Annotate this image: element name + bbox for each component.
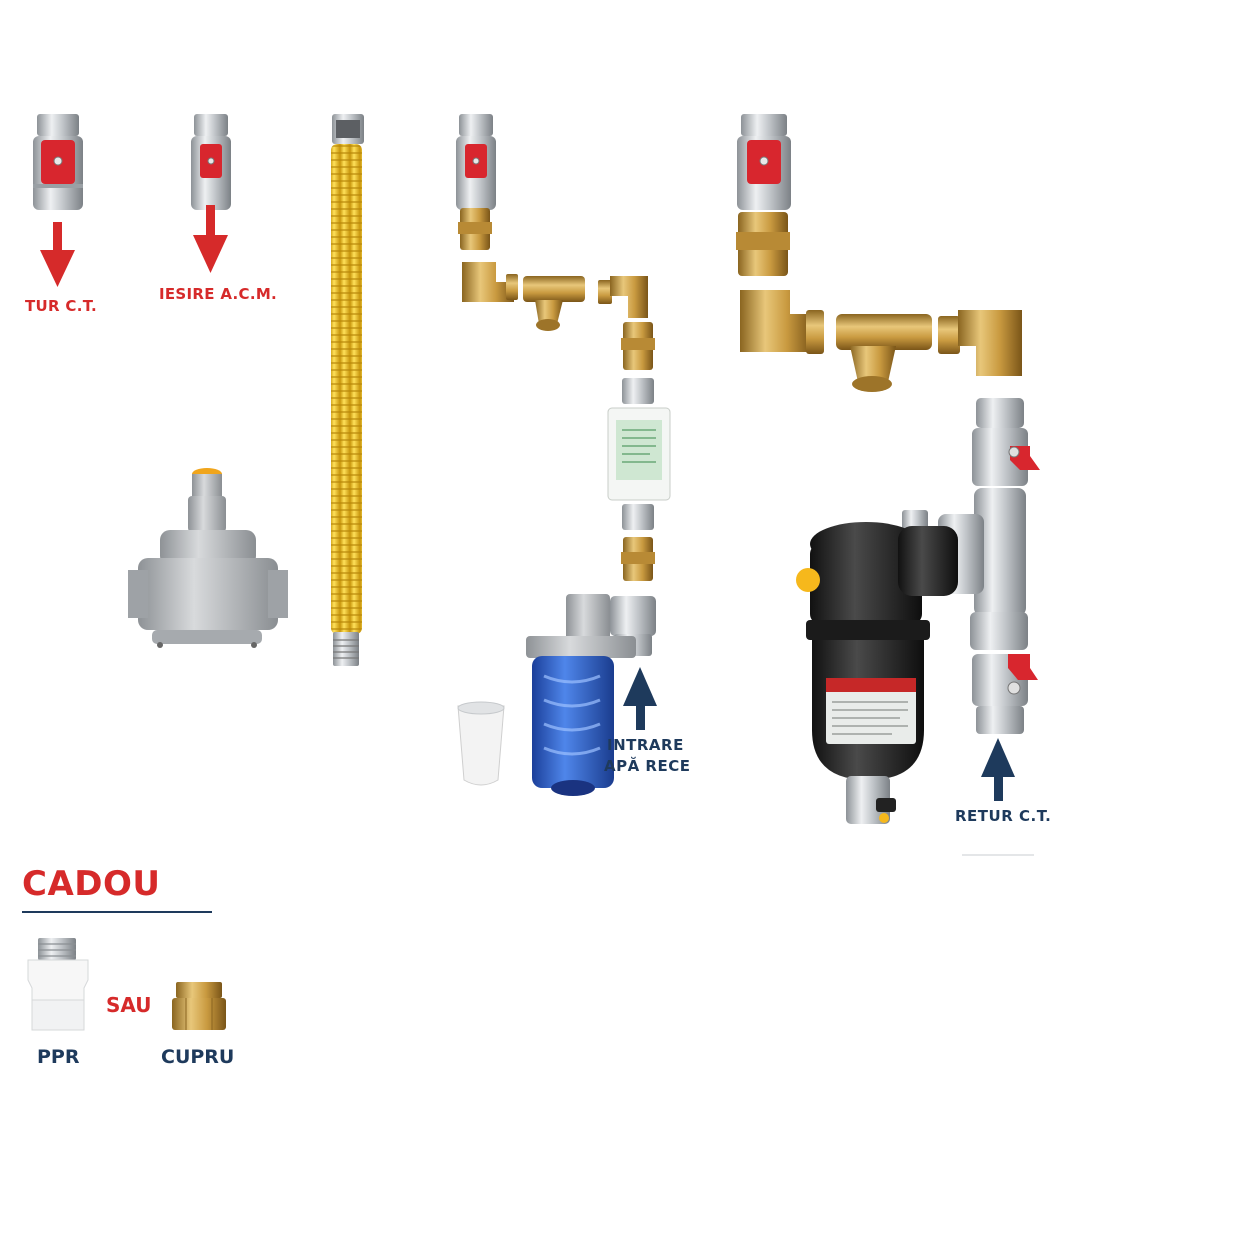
ball-valve-icon: [191, 114, 231, 210]
brass-elbow-icon: [938, 310, 1022, 376]
magnetic-dirt-separator-icon: [796, 510, 958, 824]
ball-valve-icon: [456, 114, 496, 210]
arrow-down-icon: [40, 222, 75, 287]
copper-adapter-icon: [172, 982, 226, 1030]
brass-elbow-icon: [462, 262, 518, 302]
polyphosphate-filter-icon: [526, 594, 656, 796]
ball-valve-icon: [737, 114, 791, 210]
label-intrare: INTRARE APĂ RECE: [604, 735, 691, 777]
label-retur-ct: RETUR C.T.: [955, 807, 1052, 825]
ppr-adapter-icon: [27, 938, 89, 1031]
brass-nipple-icon: [621, 322, 655, 370]
label-intrare-line1: INTRARE: [607, 736, 684, 754]
label-intrare-line2: APĂ RECE: [604, 757, 691, 775]
brass-nipple-icon: [621, 537, 655, 581]
brass-elbow-icon: [598, 276, 648, 318]
pressure-regulator-icon: [128, 468, 288, 648]
y-strainer-icon: [523, 276, 585, 331]
refill-cup-icon: [457, 701, 505, 786]
gift-separator: SAU: [106, 993, 152, 1017]
flexible-hose-icon: [331, 114, 364, 666]
gift-option-cupru: CUPRU: [161, 1046, 235, 1068]
arrow-up-icon: [623, 667, 657, 730]
y-strainer-icon: [836, 314, 932, 392]
arrow-up-icon: [981, 738, 1015, 801]
ball-valve-icon: [972, 398, 1040, 486]
arrow-down-icon: [193, 205, 228, 273]
ball-valve-icon: [33, 114, 83, 210]
brass-elbow-icon: [740, 290, 824, 354]
gift-heading: CADOU: [22, 864, 161, 904]
brass-nipple-icon: [458, 208, 492, 250]
brass-nipple-icon: [736, 212, 790, 276]
label-tur-ct: TUR C.T.: [25, 297, 97, 315]
ball-valve-icon: [972, 654, 1038, 734]
label-iesire-acm: IESIRE A.C.M.: [159, 285, 278, 303]
magnetic-dosing-unit-icon: [607, 378, 671, 530]
gift-option-ppr: PPR: [37, 1046, 80, 1068]
